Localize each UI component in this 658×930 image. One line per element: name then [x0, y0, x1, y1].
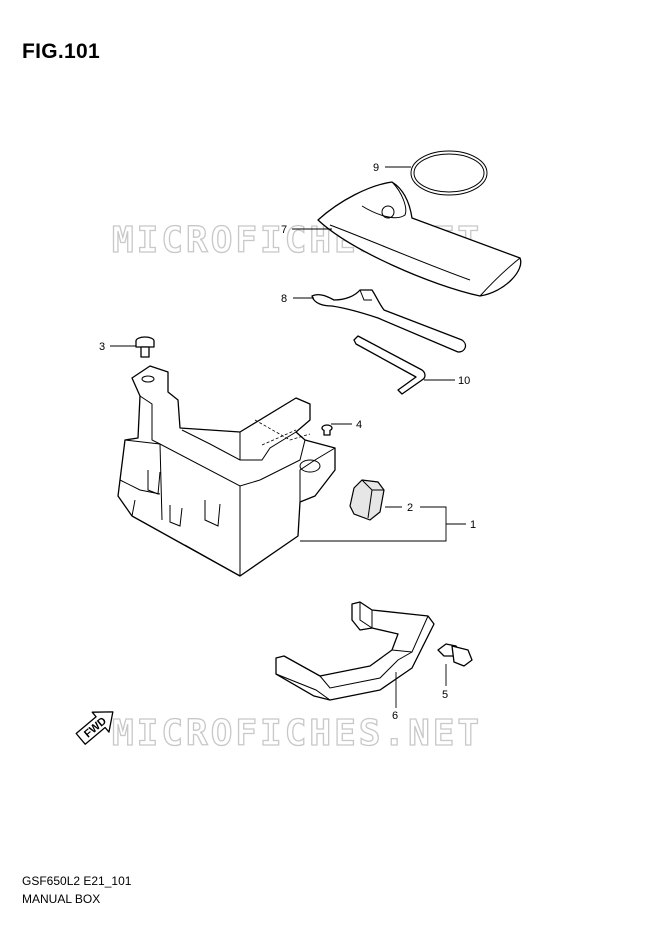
callout-6: 6 [392, 710, 398, 722]
part-6-bracket [275, 601, 435, 701]
watermark-bottom: MICROFICHES.NET [112, 713, 482, 754]
figure-title: FIG.101 [22, 40, 100, 63]
leader-lines [110, 166, 466, 708]
callout-4: 4 [356, 419, 362, 431]
section-name: MANUAL BOX [22, 892, 101, 906]
part-8-spanner [311, 289, 467, 353]
callout-10: 10 [458, 375, 470, 387]
part-2-rubber-pad [349, 479, 385, 521]
callout-2: 2 [407, 502, 413, 514]
callout-3: 3 [99, 341, 105, 353]
callout-9: 9 [373, 162, 379, 174]
callout-5: 5 [442, 689, 448, 701]
part-10-hex-wrench [353, 335, 426, 395]
part-3-bolt [135, 336, 155, 358]
model-code: GSF650L2 E21_101 [22, 874, 132, 888]
part-1-manual-box [117, 365, 336, 577]
callout-7: 7 [281, 224, 287, 236]
part-7-tool-bag [317, 181, 522, 297]
part-5-flange-bolt [437, 643, 473, 667]
part-4-screw [321, 424, 333, 436]
callout-8: 8 [281, 293, 287, 305]
part-9-ring [410, 150, 488, 196]
callout-1: 1 [470, 519, 476, 531]
